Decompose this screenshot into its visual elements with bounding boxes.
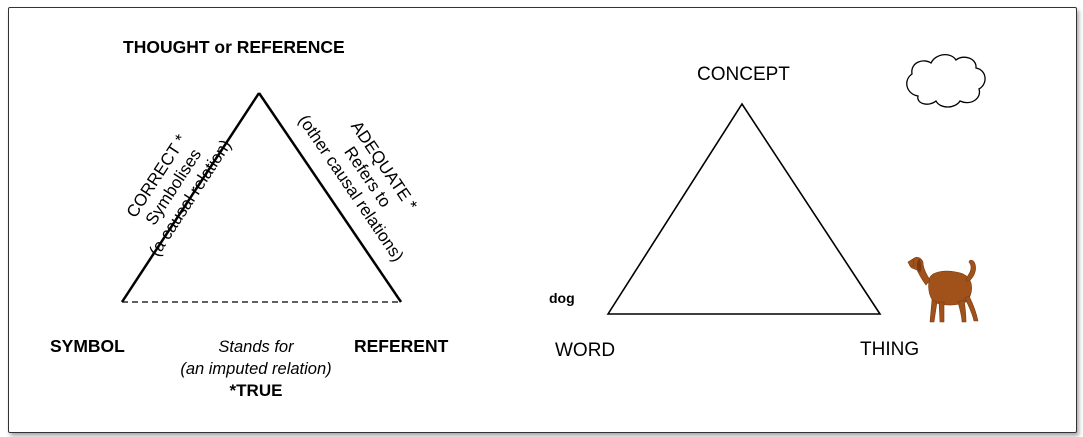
imputed-relation-label: (an imputed relation) bbox=[180, 360, 331, 378]
left-triangle-left-edge bbox=[120, 92, 261, 303]
concept-label: CONCEPT bbox=[697, 64, 790, 85]
stands-for-label: Stands for bbox=[218, 338, 295, 356]
dog-word-label: dog bbox=[549, 290, 575, 306]
true-label: *TRUE bbox=[230, 381, 283, 400]
dog-icon bbox=[907, 257, 979, 323]
left-triangle-right-edge bbox=[257, 92, 403, 303]
cloud-icon bbox=[906, 54, 986, 108]
referent-label: REFERENT bbox=[354, 336, 449, 356]
symbol-label: SYMBOL bbox=[50, 336, 125, 356]
left-side-annotation: CORRECT * Symbolises (a causal relation) bbox=[123, 131, 235, 260]
thought-or-reference-label: THOUGHT or REFERENCE bbox=[123, 37, 345, 57]
right-triangle bbox=[606, 102, 882, 315]
left-triangle bbox=[120, 92, 403, 303]
thing-label: THING bbox=[860, 339, 919, 360]
word-label: WORD bbox=[555, 340, 615, 361]
